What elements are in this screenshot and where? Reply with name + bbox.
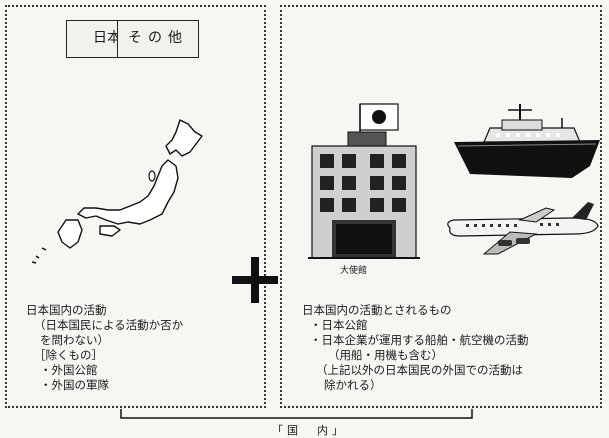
other-line-5: （上記以外の日本国民の外国での活動は: [316, 363, 523, 377]
other-line-6: 除かれる）: [324, 378, 382, 392]
domestic-bracket: [120, 409, 473, 419]
other-line-4: （用船・用機も含む）: [328, 348, 443, 362]
territory-line-1: 日本国内の活動: [26, 303, 107, 317]
territory-line-5: ・外国公館: [40, 363, 98, 377]
ship-icon: [454, 104, 600, 178]
territory-line-2: （日本国民による活動か否か: [34, 318, 184, 332]
embassy-caption: 大使館: [340, 266, 368, 276]
japan-map-illustration: [31, 119, 203, 264]
other-line-1: 日本国内の活動とされるもの: [302, 303, 452, 317]
other-description: 日本国内の活動とされるもの ・日本公館 ・日本企業が運用する船舶・航空機の活動 …: [302, 303, 529, 393]
plus-icon: [230, 255, 280, 305]
territory-line-6: ・外国の軍隊: [40, 378, 109, 392]
other-title: その他: [117, 20, 199, 58]
territory-line-3: を問わない）: [40, 333, 109, 347]
territory-line-4: ［除くもの］: [34, 348, 103, 362]
japan-territory-panel: [5, 5, 266, 408]
other-line-2: ・日本公館: [310, 318, 368, 332]
other-panel: [280, 5, 602, 408]
japan-territory-description: 日本国内の活動 （日本国民による活動か否か を問わない） ［除くもの］ ・外国公…: [26, 303, 183, 393]
other-line-3: ・日本企業が運用する船舶・航空機の活動: [310, 333, 529, 347]
domestic-label: 「国 内」: [272, 424, 347, 437]
embassy-building-icon: [308, 103, 420, 259]
airplane-icon: [447, 202, 599, 255]
